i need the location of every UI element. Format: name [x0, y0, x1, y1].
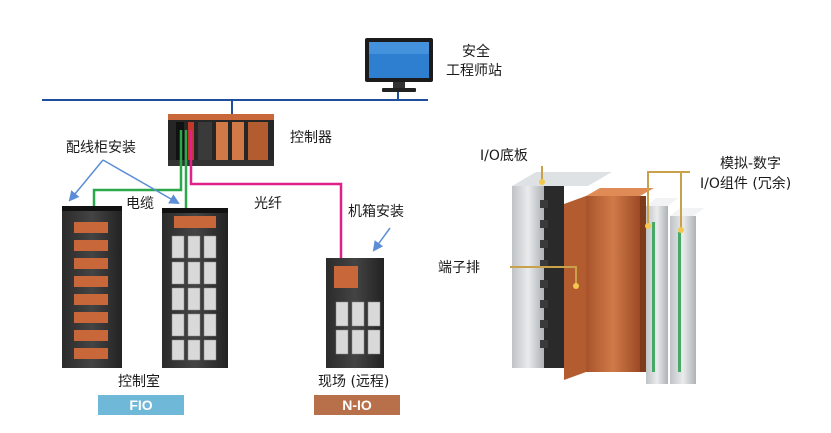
io-baseplate-illustration	[512, 172, 704, 384]
fiber-label: 光纤	[254, 196, 282, 212]
baseplate-label: I/O底板	[480, 148, 528, 164]
arrow-to-cabinet-right	[102, 159, 180, 205]
callout-terminal	[510, 266, 577, 286]
callout-terminal-dot	[573, 283, 579, 289]
fio-cabinet-left	[62, 206, 122, 368]
fio-cabinet-right	[162, 208, 228, 368]
callout-module-2	[680, 171, 690, 230]
controller-label: 控制器	[290, 130, 332, 146]
arrow-to-chassis	[372, 227, 391, 252]
control-room-label: 控制室	[118, 374, 160, 390]
field-remote-label: 现场 (远程)	[318, 374, 390, 390]
module-label-line1: 模拟-数字	[720, 156, 782, 172]
workstation-label-line2: 工程师站	[446, 63, 502, 79]
monitor-icon	[365, 38, 433, 92]
chassis-install-label: 机箱安装	[348, 204, 404, 220]
nio-badge: N-IO	[314, 395, 400, 415]
callout-module-1	[647, 171, 690, 226]
callout-baseplate-dot	[539, 179, 545, 185]
workstation-label-line1: 安全	[462, 44, 490, 60]
nio-chassis	[326, 258, 384, 368]
arrow-to-cabinet-left	[68, 159, 104, 202]
callout-module-2-dot	[678, 227, 684, 233]
module-label-line2: I/O组件 (冗余)	[700, 176, 792, 192]
callout-module-1-dot	[645, 223, 651, 229]
terminal-block-label: 端子排	[438, 260, 480, 276]
cabinet-install-label: 配线柜安装	[66, 140, 136, 156]
cable-label: 电缆	[126, 196, 154, 212]
fiber-line	[189, 130, 343, 268]
controller-chassis	[168, 114, 274, 166]
fio-badge: FIO	[98, 395, 184, 415]
